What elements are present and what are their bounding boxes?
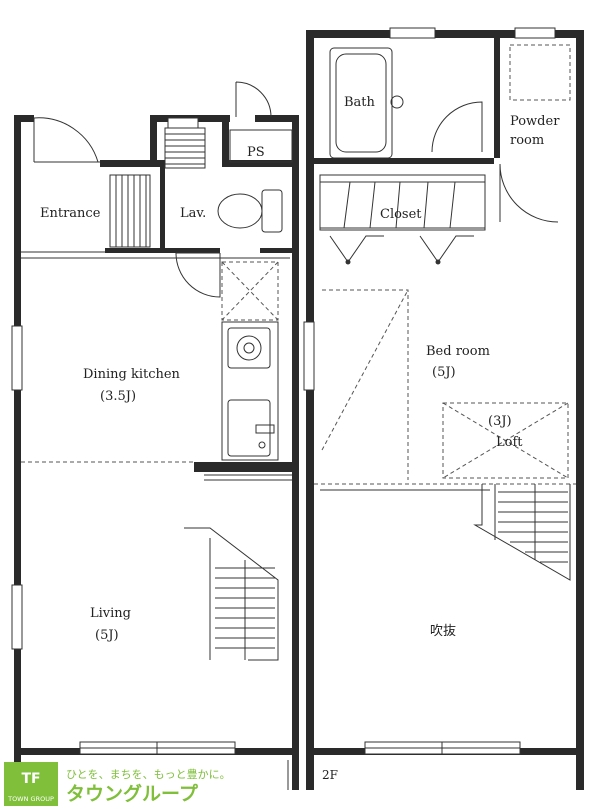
window-living — [11, 584, 23, 650]
label-powder-room-2: room — [510, 133, 544, 148]
window-bath — [389, 27, 436, 39]
wall-top-right — [222, 160, 299, 167]
wall-ps-left — [222, 115, 229, 165]
wall-bath-bottom — [314, 158, 494, 164]
window-bedroom — [303, 321, 315, 391]
label-bed-room: Bed room — [426, 344, 490, 359]
wall-top-entrance — [14, 115, 34, 122]
wall-ps-right — [292, 115, 299, 167]
lav-shelf — [164, 117, 206, 169]
window-void-bottom — [364, 741, 521, 755]
logo-brand: タウングループ — [66, 782, 199, 805]
window-powder — [514, 27, 556, 39]
label-bed-room-size: (5J) — [432, 365, 456, 380]
kitchen-counter-wall — [194, 462, 294, 472]
label-bath: Bath — [344, 95, 376, 110]
wall-left-2f — [306, 30, 314, 755]
label-dining-kitchen-size: (3.5J) — [100, 389, 136, 404]
wall-lav-left — [160, 165, 165, 250]
second-floor — [303, 27, 584, 790]
logo-tagline: ひとを、まちを、もっと豊かに。 — [66, 768, 231, 781]
wall-lav-bottom-right — [260, 248, 295, 253]
logo-mark-text: TOWN GROUP — [7, 795, 54, 803]
bath-door — [431, 101, 483, 153]
entrance-door-swing — [33, 117, 99, 163]
staircase-1f — [184, 527, 279, 661]
label-entrance: Entrance — [40, 206, 101, 221]
label-dining-kitchen: Dining kitchen — [83, 367, 181, 382]
wall-lav-bottom — [105, 248, 220, 253]
label-ps: PS — [247, 145, 265, 160]
label-living-size: (5J) — [95, 628, 119, 643]
label-powder-room-1: Powder — [510, 114, 560, 129]
wall-top-mid — [100, 160, 165, 167]
label-fukinuke: 吹抜 — [430, 623, 456, 639]
wall-right-1f — [292, 165, 299, 755]
staircase-2f — [473, 484, 571, 581]
window-dining — [11, 325, 23, 391]
kitchen-counter — [221, 321, 279, 461]
wall-powder-left — [494, 38, 500, 158]
powder-door — [499, 163, 559, 223]
fridge-space — [221, 261, 279, 321]
floor-label: 2F — [322, 768, 338, 782]
loft-area — [442, 402, 569, 479]
label-living: Living — [90, 606, 131, 621]
washer-space — [509, 44, 571, 101]
wall-top-ps — [255, 115, 299, 122]
label-loft: Loft — [496, 435, 523, 450]
label-closet: Closet — [380, 207, 422, 222]
label-loft-size: (3J) — [488, 414, 512, 429]
toilet-icon — [217, 189, 283, 233]
ps-door — [235, 81, 272, 118]
wall-right-2f — [576, 30, 584, 755]
wall-lav-left-upper — [150, 115, 157, 167]
label-lav: Lav. — [180, 206, 206, 221]
first-floor — [11, 81, 299, 790]
wall-top-2f — [306, 30, 584, 38]
closet — [319, 174, 486, 265]
window-living-bottom — [79, 741, 236, 755]
lav-door — [175, 252, 221, 298]
entrance-step — [109, 174, 151, 248]
logo-mark-icon — [4, 762, 58, 806]
wall-left-1f — [14, 115, 21, 755]
town-group-logo: TF TOWN GROUP ひとを、まちを、もっと豊かに。 タウングループ — [4, 762, 231, 806]
svg-text:TF: TF — [21, 771, 40, 787]
